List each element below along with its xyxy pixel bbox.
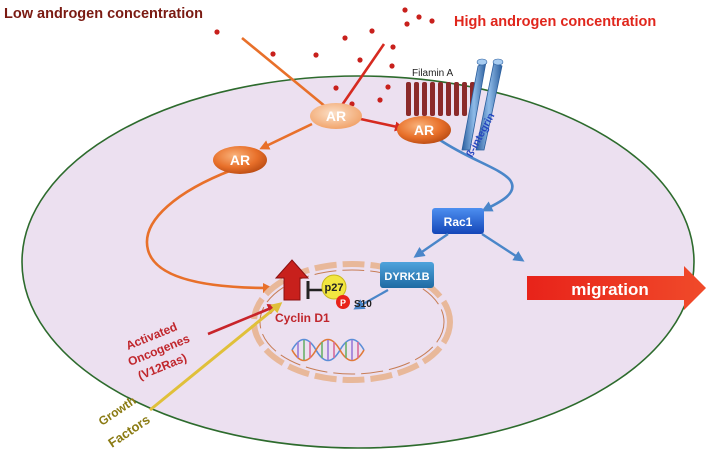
dyrk1b-box (380, 262, 434, 288)
ar-right-label: AR (414, 122, 434, 138)
androgen-dots (214, 7, 435, 107)
beta-integrin-shape (461, 58, 504, 151)
ar-to-right-arrow (355, 116, 405, 132)
filamin-a-label: Filamin A (412, 68, 453, 79)
growth-factors-arrow (149, 302, 283, 412)
rac1-to-dyrk1b-arrow (413, 233, 449, 258)
dyrk1b-label: DYRK1B (384, 271, 429, 283)
low-androgen-label: Low androgen concentration (4, 6, 203, 22)
migration-arrow-shape (527, 266, 706, 310)
phospho-label: P (340, 298, 346, 308)
p27-circle (321, 274, 347, 300)
ar-left-oval (213, 146, 267, 174)
dna-helix-icon (291, 338, 365, 362)
high-androgen-entry-line (338, 43, 386, 109)
low-androgen-entry-line (241, 36, 333, 114)
migration-label: migration (571, 280, 648, 299)
phospho-circle (336, 295, 350, 309)
ar-center-label: AR (326, 108, 346, 124)
ar-right-oval (397, 116, 451, 144)
high-androgen-label: High androgen concentration (454, 14, 656, 30)
filamin-a-bars (406, 82, 475, 116)
rac1-label: Rac1 (444, 215, 473, 229)
ar-to-rac1-path (439, 138, 514, 212)
cyclin-d1-up-arrow (274, 259, 310, 301)
ar-to-nucleus-path (145, 168, 273, 293)
ar-center-oval (310, 103, 362, 129)
dyrk1b-to-p27-arrow (353, 289, 389, 310)
rac1-to-migration-arrow (481, 232, 525, 262)
rac1-box (432, 208, 484, 234)
oncogenes-arrow (207, 303, 279, 336)
ar-to-left-arrow (259, 122, 313, 150)
cyclin-d1-label: Cyclin D1 (275, 311, 330, 325)
nucleus-membrane (251, 261, 453, 383)
p27-label: p27 (325, 282, 344, 294)
ar-left-label: AR (230, 152, 250, 168)
s10-label: S10 (354, 299, 372, 310)
